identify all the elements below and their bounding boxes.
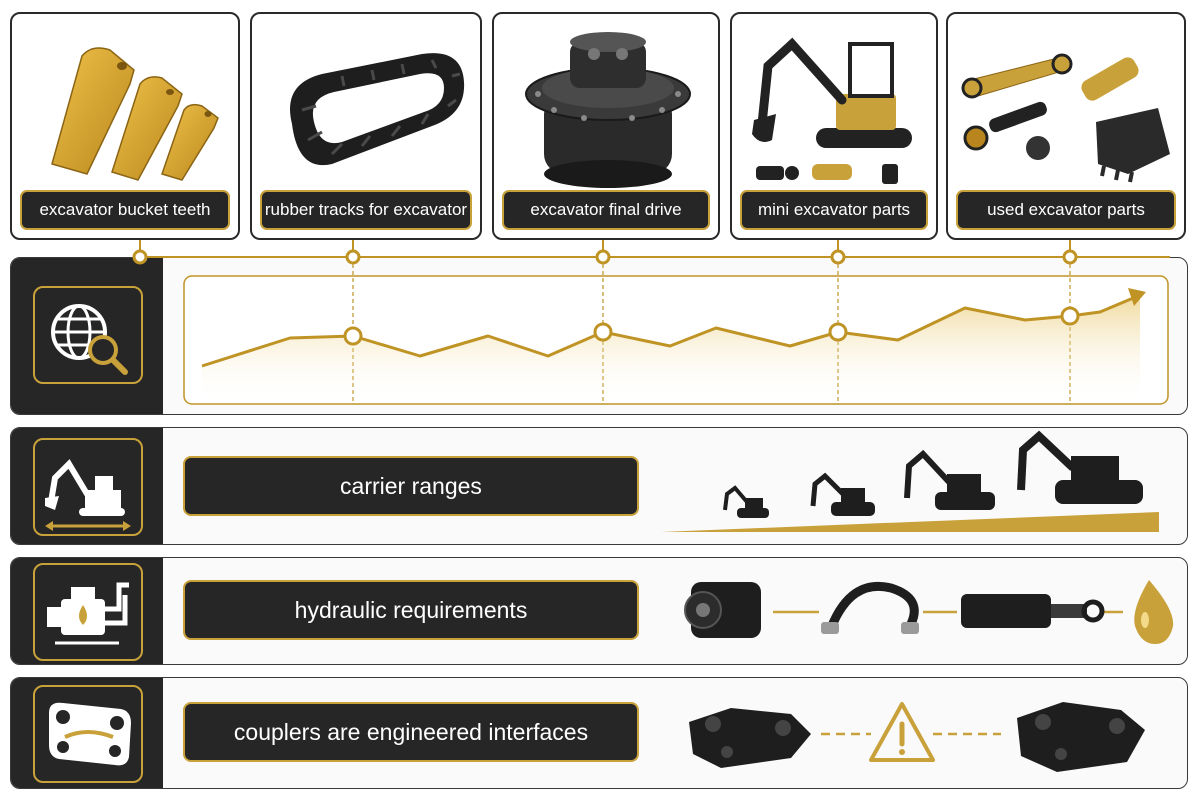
category-card-mini-excavator[interactable]: mini excavator parts: [730, 12, 938, 240]
category-label: used excavator parts: [956, 190, 1176, 230]
category-card-final-drive[interactable]: excavator final drive: [492, 12, 720, 240]
coupler-components: [689, 702, 1145, 772]
hydraulic-requirements-row: hydraulic requirements: [10, 557, 1188, 665]
category-label: mini excavator parts: [740, 190, 928, 230]
used-parts-image: [961, 53, 1170, 183]
category-label: excavator bucket teeth: [20, 190, 230, 230]
category-label: excavator final drive: [502, 190, 710, 230]
row-sidebar: [11, 258, 163, 414]
category-card-rubber-tracks[interactable]: rubber tracks for excavator: [250, 12, 482, 240]
excavator-range-icon: [33, 438, 143, 536]
row-sidebar: [11, 558, 163, 664]
row-sidebar: [11, 428, 163, 544]
category-card-used-parts[interactable]: used excavator parts: [946, 12, 1186, 240]
bucket-teeth-image: [51, 47, 219, 181]
carrier-ranges-row: carrier ranges: [10, 427, 1188, 545]
hydraulic-engine-icon: [33, 563, 143, 661]
hydraulic-requirements-label: hydraulic requirements: [183, 580, 639, 640]
couplers-label: couplers are engineered interfaces: [183, 702, 639, 762]
globe-search-icon: [33, 286, 143, 384]
search-trend-row: [10, 257, 1188, 415]
couplers-row: couplers are engineered interfaces: [10, 677, 1188, 789]
row-sidebar: [11, 678, 163, 788]
coupler-plate-icon: [33, 685, 143, 783]
mini-excavator-image: [752, 37, 912, 184]
rubber-track-image: [290, 53, 465, 166]
category-label: rubber tracks for excavator: [260, 190, 472, 230]
excavator-size-scale: [661, 430, 1159, 532]
carrier-ranges-label: carrier ranges: [183, 456, 639, 516]
hydraulic-components: [684, 580, 1174, 644]
final-drive-image: [525, 32, 691, 188]
category-card-bucket-teeth[interactable]: excavator bucket teeth: [10, 12, 240, 240]
